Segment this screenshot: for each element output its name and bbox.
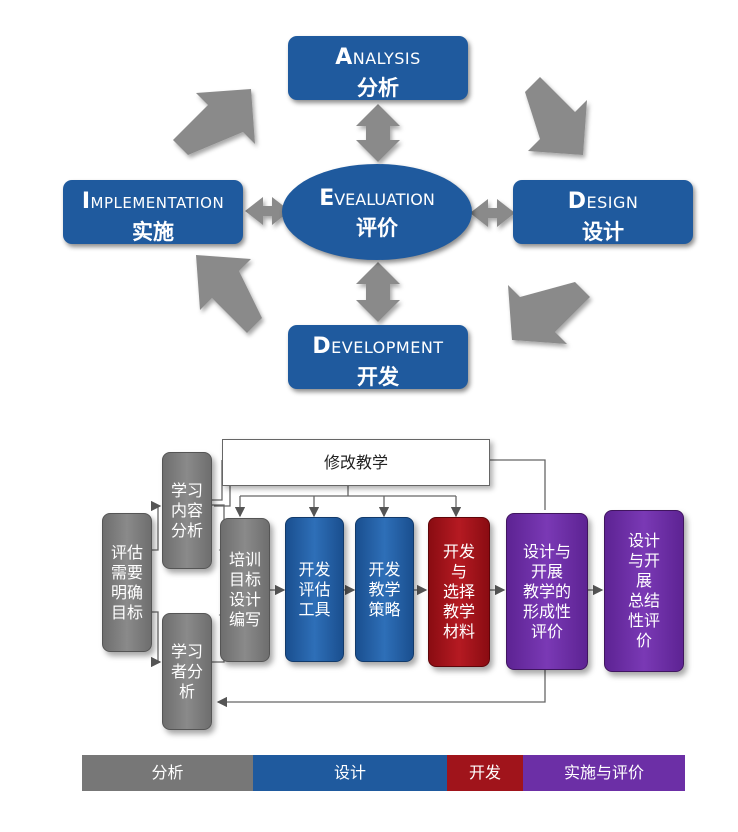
analysis-box: ANALYSIS 分析 [288,36,468,100]
analyze-content-line: 分析 [170,520,203,540]
revise-instruction-label: 修改教学 [323,453,388,472]
formative-evaluation-line: 开展 [530,561,563,581]
phase-design-label: 设计 [333,763,366,782]
feedback-loop-bottom [216,670,546,708]
double-arrow-implementation-evaluation [245,197,290,225]
select-materials-box: 开发 与 选择 教学 材料 [428,517,490,667]
cycle-arrow-development-implementation [196,255,262,333]
evaluation-label: VEALUATION [334,190,435,209]
phase-analysis-label: 分析 [151,763,184,782]
implementation-label: MPLEMENTATION [90,194,225,212]
addie-arrows [173,77,590,344]
summative-evaluation-box: 设计 与开 展 总结 性评 价 [604,510,684,672]
analyze-content-line: 学习 [170,480,203,500]
select-materials-line: 与 [450,562,467,581]
cycle-arrow-design-development [508,282,590,344]
assess-needs-line: 需要 [110,562,143,582]
assess-needs-line: 明确 [110,582,143,602]
design-cn: 设计 [582,220,624,244]
analyze-learner-line: 者分 [170,661,203,681]
development-label: EVELOPMENT [331,338,444,357]
double-arrow-evaluation-development [356,262,400,322]
select-materials-line: 开发 [442,542,475,561]
summative-evaluation-line: 设计 [627,531,660,550]
develop-assessment-line: 开发 [298,559,331,579]
design-box: DESIGN 设计 [513,180,693,244]
assess-needs-box: 评估 需要 明确 目标 [102,513,152,652]
write-objectives-line: 设计 [228,590,261,609]
develop-strategy-line: 教学 [368,579,401,599]
select-materials-line: 教学 [442,602,475,621]
analyze-learner-box: 学习 者分 析 [162,613,212,730]
implementation-cap: I [81,189,91,214]
phase-implementation-evaluation-label: 实施与评价 [563,763,644,782]
develop-assessment-line: 评估 [298,579,331,599]
design-cap: D [567,189,587,214]
development-box: DEVELOPMENT 开发 [288,325,468,389]
double-arrow-evaluation-design [470,199,515,227]
develop-strategy-box: 开发 教学 策略 [355,517,414,662]
develop-assessment-line: 工具 [298,599,331,619]
analyze-learner-line: 学习 [170,641,203,661]
select-materials-line: 选择 [442,582,475,601]
analyze-learner-line: 析 [178,681,195,701]
formative-evaluation-line: 设计与 [522,541,571,561]
assess-needs-line: 目标 [110,602,143,622]
develop-assessment-box: 开发 评估 工具 [285,517,344,662]
write-objectives-line: 编写 [228,610,261,629]
evaluation-ellipse: EVEALUATION 评价 [282,164,472,260]
develop-strategy-line: 开发 [368,559,401,579]
formative-evaluation-line: 教学的 [522,581,571,601]
phase-development: 开发 [447,755,523,791]
analyze-content-line: 内容 [170,500,203,520]
implementation-box: IMPLEMENTATION 实施 [63,180,243,244]
summative-evaluation-line: 价 [635,631,652,650]
analyze-content-box: 学习 内容 分析 [162,452,212,569]
design-label: ESIGN [586,193,639,212]
write-objectives-box: 培训 目标 设计 编写 [220,518,270,662]
develop-strategy-line: 策略 [368,599,401,619]
evaluation-cap: E [319,186,335,211]
write-objectives-line: 目标 [228,570,261,589]
phase-implementation-evaluation: 实施与评价 [523,755,685,791]
evaluation-cn: 评价 [356,216,398,240]
formative-evaluation-box: 设计与 开展 教学的 形成性 评价 [506,513,588,670]
select-materials-line: 材料 [442,622,475,641]
phase-development-label: 开发 [468,763,501,782]
write-objectives-line: 培训 [228,550,261,569]
revise-instruction-box: 修改教学 [222,439,490,486]
phase-analysis: 分析 [82,755,253,791]
analysis-label: NALYSIS [352,49,421,68]
summative-evaluation-line: 性评 [627,611,660,630]
assess-needs-line: 评估 [110,542,143,562]
summative-evaluation-line: 展 [635,571,652,590]
development-cap: D [312,334,332,359]
feedback-loop-top [488,459,546,510]
cycle-arrow-analysis-design [525,77,587,155]
cycle-arrow-implementation-analysis [173,89,255,155]
formative-evaluation-line: 形成性 [522,601,571,621]
analysis-cap: A [335,45,353,70]
analysis-cn: 分析 [357,76,399,100]
summative-evaluation-line: 与开 [627,551,660,570]
development-cn: 开发 [357,365,399,389]
summative-evaluation-line: 总结 [627,591,660,610]
implementation-cn: 实施 [132,220,174,244]
double-arrow-analysis-evaluation [356,104,400,162]
phase-design: 设计 [253,755,447,791]
formative-evaluation-line: 评价 [530,621,563,641]
